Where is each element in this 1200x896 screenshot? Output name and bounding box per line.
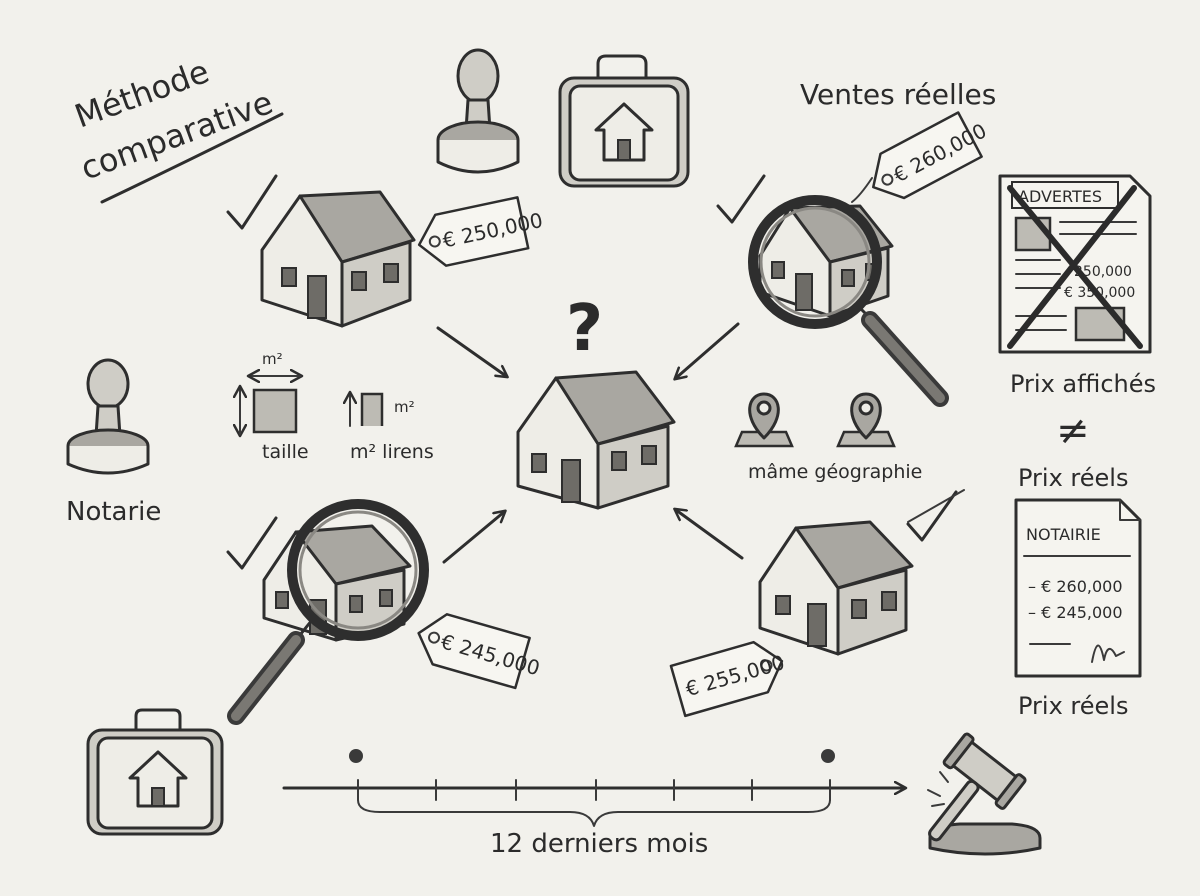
size-unit-top: m² [262,350,283,368]
notary-stamp-icon [66,358,150,475]
check-icon-bottom-left [226,516,278,570]
location-pin-icon-1 [734,392,794,448]
stamp-icon [436,48,520,174]
briefcase-bottom-icon [86,708,224,836]
advert-header: ADVERTES [1018,187,1102,206]
location-pin-icon-2 [836,392,896,448]
taille-label: taille [262,441,309,463]
price-tag-top-left: € 250,000 [417,196,545,267]
timeline-end-dot [821,749,835,763]
notary-caption: Prix réels [1018,692,1128,720]
advert-card: ADVERTES 250,000 € 350,000 [998,174,1152,354]
prix-reels-middle: Prix réels [1018,464,1128,492]
check-icon-top-right [716,174,766,224]
ventes-reelles-label: Ventes réelles [800,78,996,111]
question-mark: ? [566,292,603,366]
signature-mark [1091,644,1125,663]
title-underline [100,112,284,204]
m2-label: m² lirens [350,441,434,463]
price-tag-bottom-right: € 255,000 [669,640,787,718]
advert-price-1: 250,000 [1074,264,1132,280]
price-tag-bottom-left: € 245,000 [417,613,543,690]
timeline-start-dot [349,749,363,763]
check-icon-bottom-right [906,490,958,542]
tag-string-top-right [851,177,873,203]
comparison-arrows [436,322,965,564]
gavel-icon [927,732,1042,856]
not-equal-sign: ≠ [1056,408,1090,454]
timeline-label: 12 derniers mois [490,829,708,859]
timeline: 12 derniers mois [282,749,904,859]
magnifier-icon-bottom-left [227,499,429,725]
notary-header: NOTAIRIE [1026,525,1101,544]
size-unit-side: m² [394,398,415,416]
timeline-brace [357,799,831,827]
notarie-label: Notarie [66,497,161,527]
title-block: Méthode comparative [70,52,284,204]
check-icon-top-left [226,174,278,230]
house-bottom-right [758,520,914,656]
briefcase-icon [558,54,690,188]
cross-icon [1007,185,1143,349]
advert-caption: Prix affichés [1010,370,1156,398]
price-tag-top-right: € 260,000 [872,111,990,200]
notary-price-1: – € 260,000 [1028,577,1123,596]
magnifier-icon-top-right [748,195,949,407]
notary-card: NOTAIRIE – € 260,000 – € 245,000 [1014,498,1142,678]
geo-label: mâme géographie [748,461,922,483]
subject-house [516,370,676,510]
size-legend: m² taille m² m² lirens [240,350,434,463]
house-top-left [260,190,416,328]
notary-price-2: – € 245,000 [1028,603,1123,622]
